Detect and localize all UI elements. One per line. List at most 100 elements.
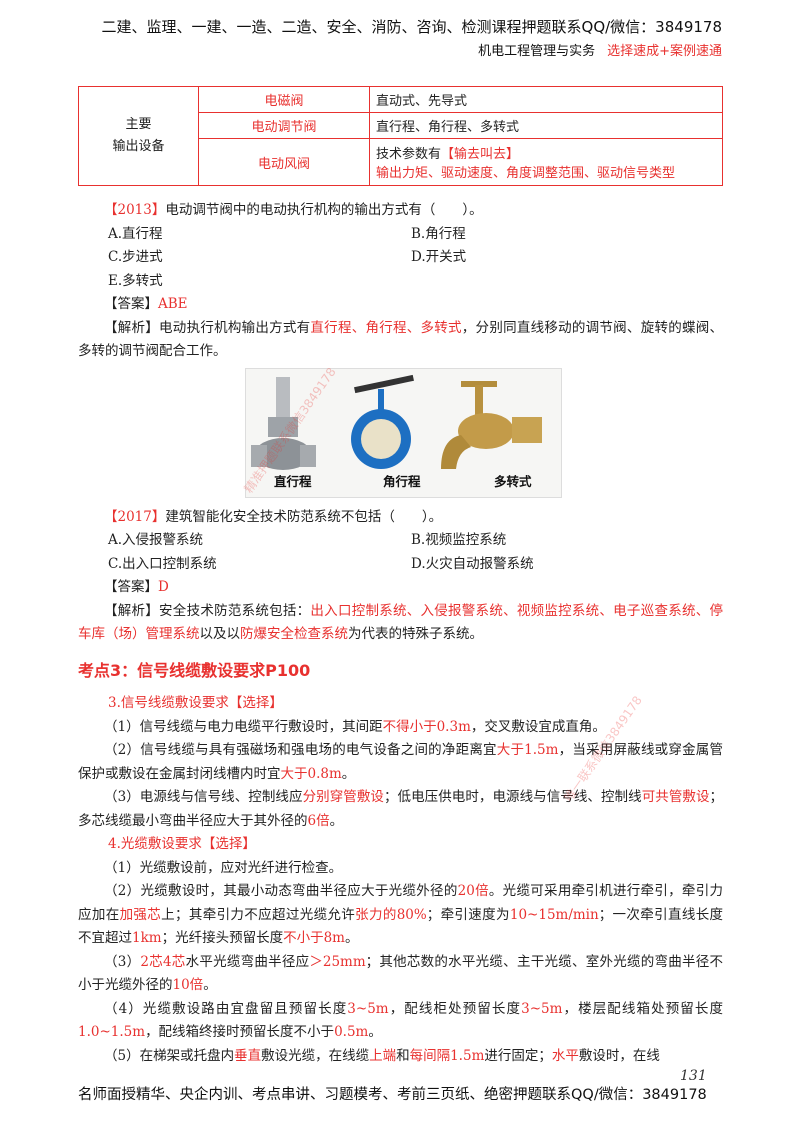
highlight-text: 分别穿管敷设 xyxy=(302,789,384,805)
header-contact: 二建、监理、一建、一造、二造、安全、消防、咨询、检测课程押题联系QQ/微信：38… xyxy=(101,18,722,36)
desc-line: 输出力矩、驱动速度、角度调整范围、驱动信号类型 xyxy=(376,162,716,181)
table-row: 主要 输出设备 电磁阀 直动式、先导式 xyxy=(78,86,723,186)
text-segment: 【答案】 xyxy=(104,296,158,312)
paragraph: （4）光缆敷设路由宜盘留且预留长度3~5m，配线柜处预留长度3~5m，楼层配线箱… xyxy=(78,998,723,1045)
highlight-text: 大于0.8m xyxy=(280,765,342,782)
paragraph: （5）在梯架或托盘内垂直敷设光缆，在线缆上端和每间隔1.5m进行固定；水平敷设时… xyxy=(78,1045,723,1069)
paragraph: （2）信号线缆与具有强磁场和强电场的电气设备之间的净距离宜大于1.5m，当采用屏… xyxy=(78,739,723,786)
question-2013-analysis: 【解析】电动执行机构输出方式有直行程、角行程、多转式，分别同直线移动的调节阀、旋… xyxy=(78,317,723,364)
text-segment: ，当采用屏蔽线或穿金属管保护或敷设在金属封闭线槽内时宜 xyxy=(78,742,723,782)
highlight-text: 防爆安全检查系统 xyxy=(240,626,348,642)
option: A.入侵报警系统 xyxy=(108,532,204,548)
highlight-text: 1km xyxy=(132,930,162,946)
highlight-text: 3~5m xyxy=(347,1000,389,1017)
text-segment: 。光缆可采用牵引机进行牵引，牵引力应加在 xyxy=(78,883,723,923)
highlight-text: 上端 xyxy=(369,1047,397,1064)
device-desc: 直行程、角行程、多转式 xyxy=(369,112,723,139)
question-2013-options: A.直行程 B.角行程 C.步进式 D.开关式 E.多转式 xyxy=(78,223,723,294)
question-2013-stem: 【2013】电动调节阀中的电动执行机构的输出方式有（ ）。 xyxy=(78,199,723,223)
document-body: 【2013】电动调节阀中的电动执行机构的输出方式有（ ）。 A.直行程 B.角行… xyxy=(78,199,723,1068)
text-segment: 。 xyxy=(341,765,356,782)
option: B.视频监控系统 xyxy=(411,532,507,548)
paragraph: （3）电源线与信号线、控制线应分别穿管敷设；低电压供电时，电源线与信号线、控制线… xyxy=(78,786,723,833)
highlight-text: ABE xyxy=(158,296,188,312)
paragraph: （2）光缆敷设时，其最小动态弯曲半径应大于光缆外径的20倍。光缆可采用牵引机进行… xyxy=(78,880,723,951)
paragraph: （1）光缆敷设前，应对光纤进行检查。 xyxy=(78,857,723,881)
text-segment: 【解析】 xyxy=(104,319,160,336)
text-segment: 和 xyxy=(396,1047,410,1064)
highlight-text: ＞25mm xyxy=(309,953,366,970)
question-2017-analysis: 【解析】安全技术防范系统包括：出入口控制系统、入侵报警系统、视频监控系统、电子巡… xyxy=(78,600,723,647)
device-name: 电磁阀 xyxy=(198,86,370,113)
text-segment: 【答案】 xyxy=(104,579,158,595)
highlight-text: 加强芯 xyxy=(119,906,162,923)
text-segment: 建筑智能化安全技术防范系统不包括（ ）。 xyxy=(165,508,443,525)
option: D.开关式 xyxy=(411,249,467,265)
text-segment: （2）光缆敷设时，其最小动态弯曲半径应大于光缆外径的 xyxy=(104,883,458,899)
text-segment: 直行程、角行程、多转式 xyxy=(376,120,520,135)
highlight-text: 出入口控制系统、入侵报警系统、视频监控系统、电子巡查系统、停车库（场）管理系统 xyxy=(78,602,724,643)
text-segment: ；其他芯数的水平光缆、主干光缆、室外光缆的弯曲半径不小于光缆外径的 xyxy=(78,953,724,994)
subsection-title: 4.光缆敷设要求【选择】 xyxy=(108,836,256,852)
highlight-text: 张力的80% xyxy=(355,906,427,923)
figure-caption: 直行程 xyxy=(274,474,312,489)
highlight-text: 【输去叫去】 xyxy=(441,147,520,162)
highlight-text: D xyxy=(158,579,169,595)
text-segment: （5）在梯架或托盘内 xyxy=(104,1047,235,1064)
device-name: 电动风阀 xyxy=(198,138,370,186)
highlight-text: 大于1.5m xyxy=(496,742,559,758)
text-segment: ，配线箱终接时预留长度不小于 xyxy=(145,1024,335,1040)
text-segment: 电动执行机构输出方式有 xyxy=(159,319,311,336)
paragraph: （1）信号线缆与电力电缆平行敷设时，其间距不得小于0.3m，交叉敷设宜成直角。 xyxy=(78,716,723,740)
desc-line: 直行程、角行程、多转式 xyxy=(376,116,716,135)
option: E.多转式 xyxy=(108,272,163,289)
question-2017-options: A.入侵报警系统 B.视频监控系统 C.出入口控制系统 D.火灾自动报警系统 xyxy=(78,529,723,576)
highlight-text: 2芯4芯 xyxy=(140,953,186,970)
text-segment: 。 xyxy=(329,812,344,829)
highlight-text: 10~15m/min xyxy=(509,906,599,923)
linear-valve-image xyxy=(251,376,316,470)
text-segment: （4）光缆敷设路由宜盘留且预留长度 xyxy=(104,1000,348,1017)
text-segment: ，配线柜处预留长度 xyxy=(388,1000,522,1017)
actuator-illustration xyxy=(251,374,542,470)
question-2013-answer: 【答案】ABE xyxy=(78,293,723,317)
option: B.角行程 xyxy=(411,225,466,242)
text-segment: 敷设光缆，在线缆 xyxy=(261,1047,370,1064)
option: D.火灾自动报警系统 xyxy=(411,555,534,572)
header-subtitle: 机电工程管理与实务选择速成+案例速通 xyxy=(0,40,722,59)
text-segment: （1）光缆敷设前，应对光纤进行检查。 xyxy=(104,859,343,876)
text-segment: 。 xyxy=(203,977,217,993)
highlight-text: 水平 xyxy=(551,1047,579,1064)
text-segment: 。 xyxy=(344,930,359,946)
subject-title: 机电工程管理与实务 xyxy=(478,44,596,59)
desc-line: 直动式、先导式 xyxy=(376,90,716,109)
highlight-text: 【2017】 xyxy=(104,508,166,525)
text-segment: 安全技术防范系统包括： xyxy=(159,602,311,619)
text-segment: （3）电源线与信号线、控制线应 xyxy=(104,789,303,805)
highlight-text: 输出力矩、驱动速度、角度调整范围、驱动信号类型 xyxy=(376,166,676,181)
highlight-text: 垂直 xyxy=(234,1047,262,1064)
device-name: 电动调节阀 xyxy=(198,112,370,139)
text-segment: 水平光缆弯曲半径应 xyxy=(185,953,310,970)
text-segment: （2）信号线缆与具有强磁场和强电场的电气设备之间的净距离宜 xyxy=(104,742,497,758)
text-segment: ；多芯线缆最小弯曲半径应大于其外径的 xyxy=(78,789,724,829)
text-segment: 电动调节阀中的电动执行机构的输出方式有（ ）。 xyxy=(165,202,483,218)
actuator-photo-figure: 直行程 角行程 多转式 精准押题联系微信3849178 xyxy=(242,365,562,498)
table-row: 电动调节阀 直行程、角行程、多转式 xyxy=(79,112,723,139)
section-title: 考点3：信号线缆敷设要求P100 xyxy=(78,660,311,680)
text-segment: ；牵引速度为 xyxy=(426,906,510,923)
option: C.步进式 xyxy=(108,249,163,265)
highlight-text: 10倍 xyxy=(172,977,204,993)
text-segment: 。 xyxy=(368,1024,382,1040)
group-cell: 主要 输出设备 xyxy=(78,86,199,186)
text-segment: 进行固定； xyxy=(484,1047,552,1064)
output-device-table: 主要 输出设备 电磁阀 直动式、先导式 电动调节阀 直行程、角行程、多转式 电动… xyxy=(78,86,723,186)
text-segment: ；低电压供电时，电源线与信号线、控制线 xyxy=(383,789,642,805)
text-segment: 敷设时，在线 xyxy=(578,1047,660,1064)
highlight-text: 1.0~1.5m xyxy=(78,1024,146,1040)
highlight-text: 可共管敷设 xyxy=(641,789,710,805)
text-segment: 技术参数有 xyxy=(376,147,442,162)
highlight-text: 3~5m xyxy=(521,1000,563,1017)
text-segment: 上；其牵引力不应超过光缆允许 xyxy=(161,906,356,923)
